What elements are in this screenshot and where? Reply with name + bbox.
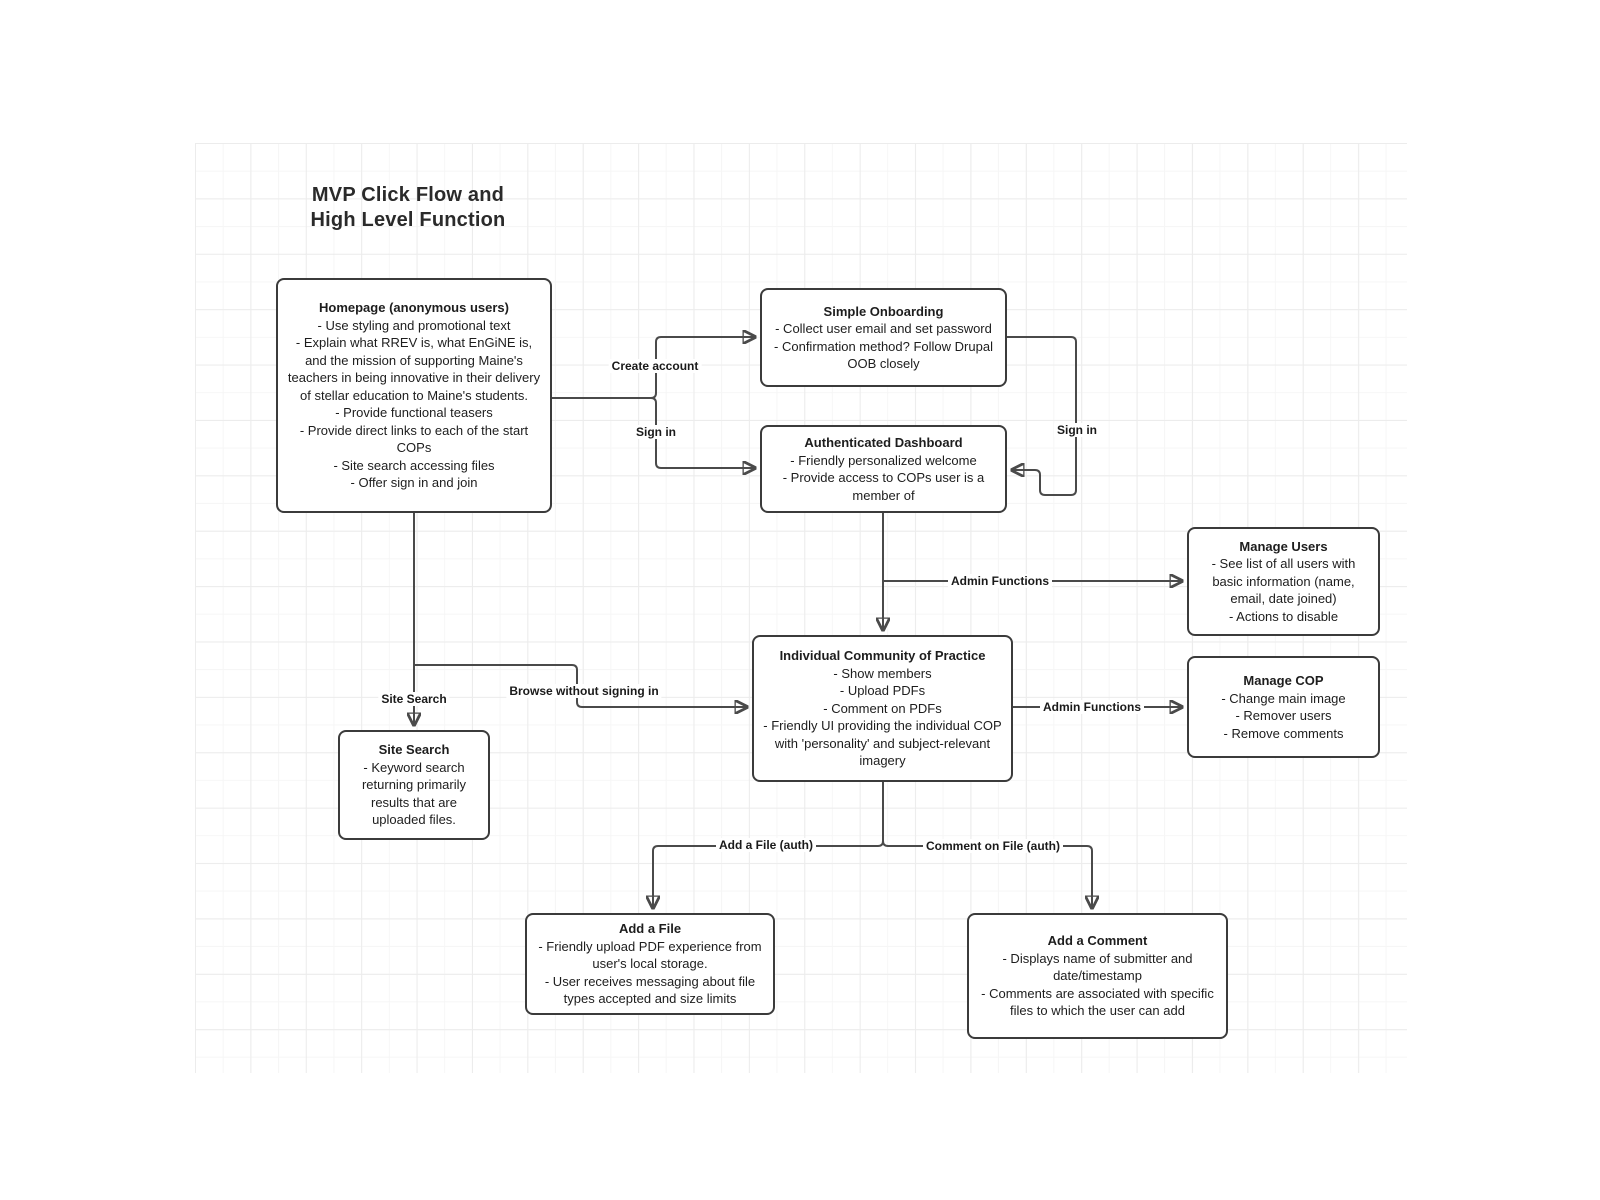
edge-label-site-search: Site Search: [378, 692, 450, 706]
diagram-title-line2: High Level Function: [310, 209, 506, 231]
node-individual-cop-title: Individual Community of Practice: [779, 648, 986, 664]
node-simple-onboarding-title: Simple Onboarding: [823, 303, 944, 319]
node-homepage-item: - Provide functional teasers: [335, 405, 493, 421]
node-homepage-item: - Use styling and promotional text: [317, 317, 511, 333]
node-manage-cop-item: - Remover users: [1235, 708, 1332, 723]
edge-label-sign-in-left: Sign in: [633, 425, 679, 439]
node-individual-cop-item: - Show members: [833, 665, 932, 681]
node-homepage-title: Homepage (anonymous users): [319, 300, 509, 316]
edge-label-add-file-auth: Add a File (auth): [716, 838, 816, 852]
node-add-comment-item: - Comments are associated with specific …: [981, 985, 1214, 1019]
diagram-title-line1: MVP Click Flow and: [311, 184, 505, 206]
node-homepage-item: - Offer sign in and join: [350, 475, 478, 491]
node-individual-cop[interactable]: Individual Community of Practice - Show …: [752, 635, 1013, 782]
edge-label-create-account: Create account: [608, 359, 702, 373]
node-manage-cop-item: - Remove comments: [1223, 725, 1344, 741]
edge-label-admin-functions-lower: Admin Functions: [1040, 700, 1144, 714]
node-manage-users-title: Manage Users: [1239, 538, 1328, 554]
node-manage-cop[interactable]: Manage COP - Change main image - Remover…: [1187, 656, 1380, 758]
node-homepage[interactable]: Homepage (anonymous users) - Use styling…: [276, 278, 552, 513]
node-add-file-title: Add a File: [618, 921, 682, 937]
node-authenticated-dashboard-item: - Friendly personalized welcome: [790, 452, 977, 468]
node-manage-users-item: - Actions to disable: [1228, 608, 1339, 624]
edge-label-sign-in-right: Sign in: [1054, 423, 1100, 437]
node-manage-users-item: - See list of all users with basic infor…: [1211, 556, 1356, 607]
connector-sign-in-right: [1007, 336, 1077, 496]
node-site-search[interactable]: Site Search - Keyword search returning p…: [338, 730, 490, 840]
node-homepage-item: - Site search accessing files: [333, 457, 495, 473]
node-add-comment-title: Add a Comment: [1047, 933, 1148, 949]
node-site-search-title: Site Search: [378, 742, 450, 758]
node-add-comment[interactable]: Add a Comment - Displays name of submitt…: [967, 913, 1228, 1039]
edge-label-comment-on-file-auth: Comment on File (auth): [923, 839, 1063, 853]
node-add-file[interactable]: Add a File - Friendly upload PDF experie…: [525, 913, 775, 1015]
node-manage-cop-title: Manage COP: [1243, 673, 1324, 688]
node-simple-onboarding-item: - Collect user email and set password: [775, 321, 992, 336]
node-authenticated-dashboard-item: - Provide access to COPs user is a membe…: [782, 470, 985, 503]
diagram-title: MVP Click Flow and High Level Function: [298, 183, 518, 233]
edge-label-browse: Browse without signing in: [506, 684, 662, 698]
edge-label-admin-functions-upper: Admin Functions: [948, 574, 1052, 588]
node-individual-cop-item: - Comment on PDFs: [823, 700, 942, 716]
node-add-comment-item: - Displays name of submitter and date/ti…: [1002, 950, 1193, 984]
node-manage-cop-item: - Change main image: [1221, 690, 1346, 706]
node-add-file-item: - User receives messaging about file typ…: [544, 973, 756, 1007]
node-homepage-item: - Explain what RREV is, what EnGiNE is, …: [287, 335, 541, 403]
node-add-file-item: - Friendly upload PDF experience from us…: [538, 938, 762, 972]
node-site-search-item: - Keyword search returning primarily res…: [361, 759, 467, 828]
node-simple-onboarding[interactable]: Simple Onboarding - Collect user email a…: [760, 288, 1007, 387]
node-simple-onboarding-item: - Confirmation method? Follow Drupal OOB…: [774, 338, 993, 372]
node-individual-cop-item: - Upload PDFs: [839, 683, 926, 699]
node-manage-users[interactable]: Manage Users - See list of all users wit…: [1187, 527, 1380, 636]
node-authenticated-dashboard[interactable]: Authenticated Dashboard - Friendly perso…: [760, 425, 1007, 513]
node-authenticated-dashboard-title: Authenticated Dashboard: [804, 435, 963, 450]
node-homepage-item: - Provide direct links to each of the st…: [299, 422, 529, 456]
node-individual-cop-item: - Friendly UI providing the individual C…: [763, 718, 1002, 769]
